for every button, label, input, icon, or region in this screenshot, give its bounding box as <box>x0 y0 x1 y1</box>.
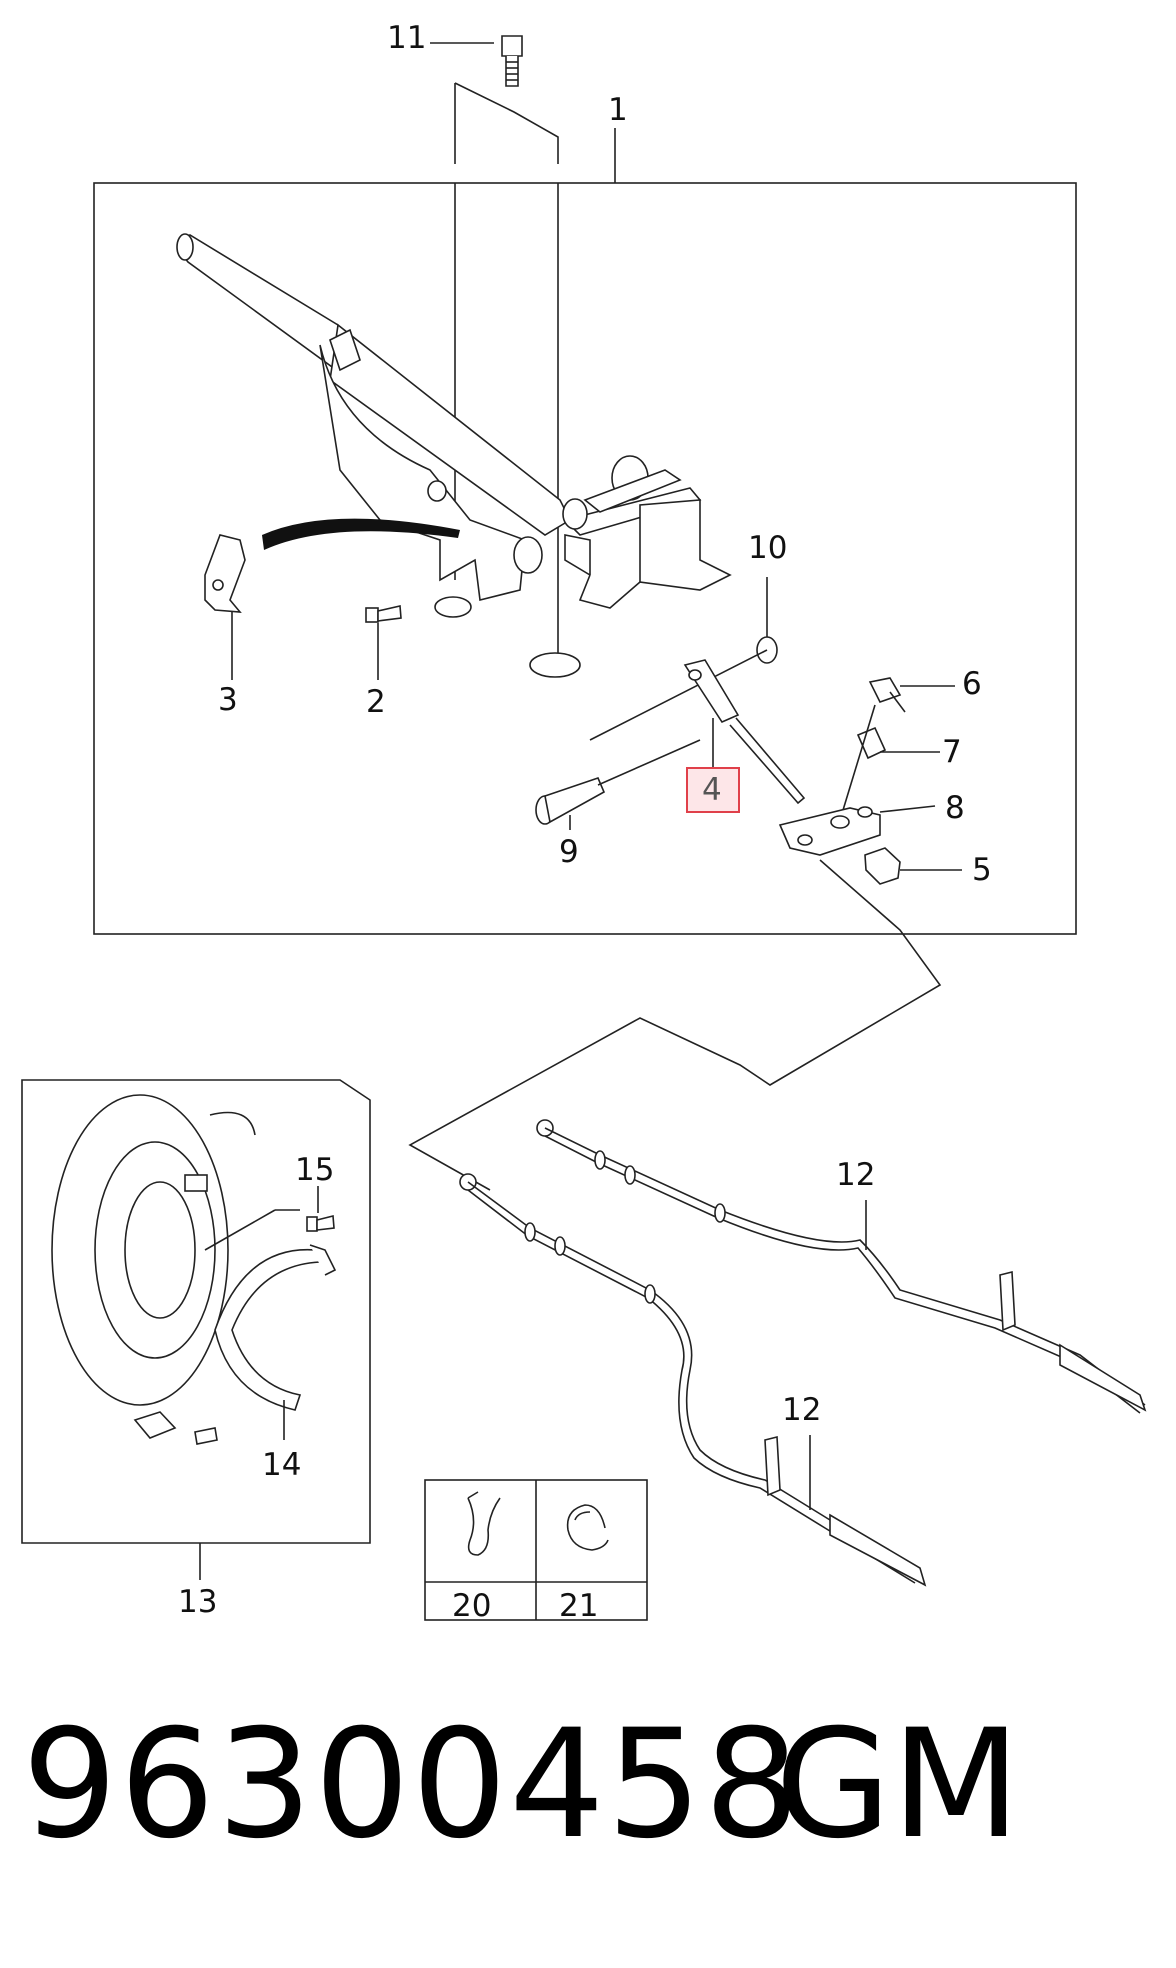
callout-14: 14 <box>262 1447 301 1483</box>
ratchet-pawl-icon <box>204 534 246 613</box>
callout-20: 20 <box>452 1588 491 1624</box>
callout-11: 11 <box>387 20 426 56</box>
callout-21: 21 <box>559 1588 598 1624</box>
parking-cable-upper-icon <box>536 1119 1147 1414</box>
highlight-box <box>686 767 740 813</box>
assembly-frame <box>93 182 1077 935</box>
cable-end-6-icon <box>868 677 906 713</box>
callout-6: 6 <box>962 666 982 702</box>
callout-15: 15 <box>295 1152 334 1188</box>
e-clip-21-icon <box>566 1504 609 1551</box>
brake-shoe-frame <box>21 1079 371 1544</box>
callout-12-upper: 12 <box>836 1157 875 1193</box>
callout-9: 9 <box>559 834 579 870</box>
bolt-11-icon <box>501 35 523 87</box>
callout-10: 10 <box>748 530 787 566</box>
equalizer-8-icon <box>778 806 881 856</box>
callout-13: 13 <box>178 1584 217 1620</box>
screw-15-icon <box>306 1214 335 1232</box>
callout-5: 5 <box>972 852 992 888</box>
brake-shoe-icon <box>214 1244 337 1411</box>
sleeve-7-icon <box>856 726 887 760</box>
nut-5-icon <box>864 847 901 885</box>
callout-4: 4 <box>702 772 722 808</box>
callout-2: 2 <box>366 684 386 720</box>
callout-3: 3 <box>218 682 238 718</box>
parking-cable-lower-icon <box>459 1173 927 1587</box>
clevis-pin-icon <box>535 777 606 825</box>
backing-plate-icon <box>51 1094 256 1406</box>
handbrake-lever-icon <box>176 233 732 678</box>
screw-2-icon <box>365 605 402 623</box>
callout-7: 7 <box>942 734 962 770</box>
brake-rod-icon <box>683 659 806 805</box>
callout-12-lower: 12 <box>782 1392 821 1428</box>
wire-clip-20-icon <box>467 1491 501 1556</box>
part-number: 96300458 <box>22 1698 802 1872</box>
callout-1: 1 <box>608 92 628 128</box>
callout-8: 8 <box>945 790 965 826</box>
adjuster-clip-icon <box>133 1411 218 1445</box>
brand-name: GM <box>775 1698 1021 1872</box>
